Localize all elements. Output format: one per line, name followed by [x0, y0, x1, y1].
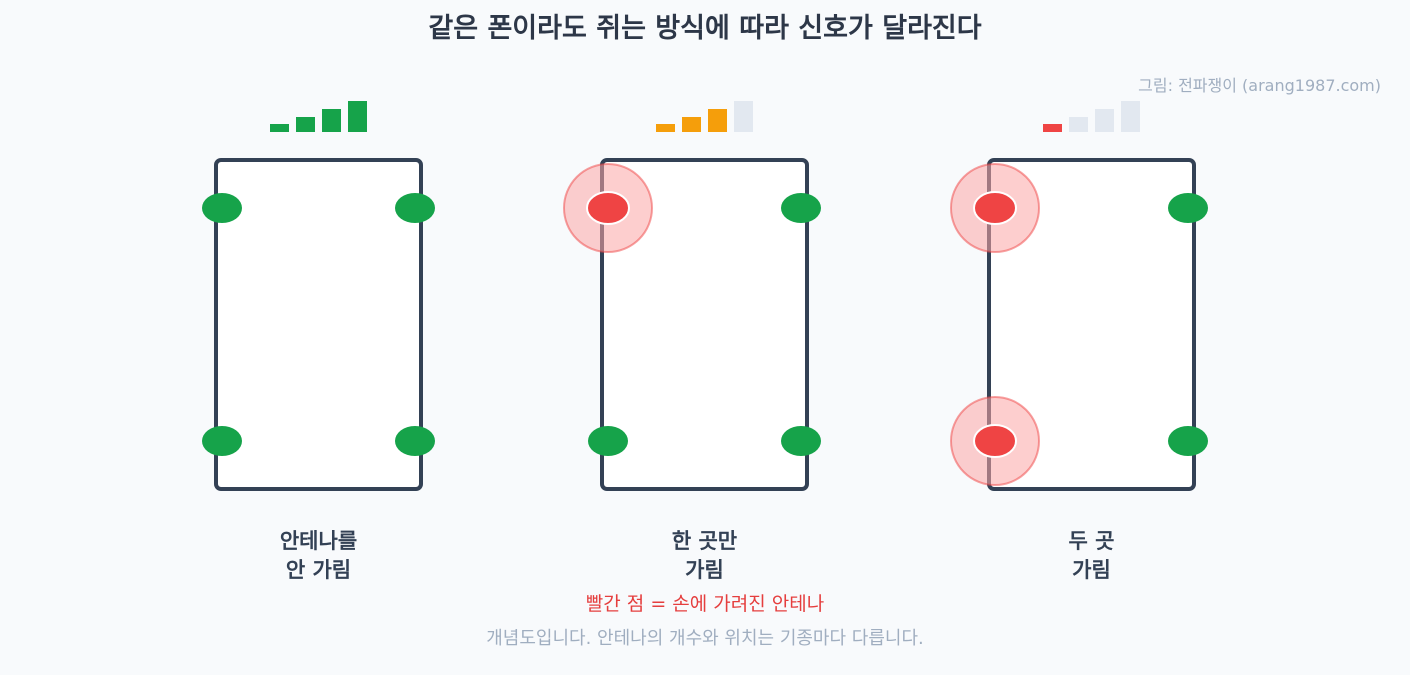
signal-bar	[296, 117, 315, 132]
covered-antenna	[973, 191, 1017, 225]
signal-bar	[1043, 124, 1062, 132]
open-antenna	[781, 193, 821, 223]
credit-text: 그림: 전파쟁이 (arang1987.com)	[1138, 76, 1381, 95]
panel-label-line: 두 곳	[1069, 529, 1115, 553]
signal-bar	[348, 101, 367, 132]
panel-label-line: 가림	[1072, 558, 1111, 582]
phone-outline	[987, 158, 1196, 491]
signal-bar	[656, 124, 675, 132]
open-antenna	[202, 426, 242, 456]
signal-bar	[270, 124, 289, 132]
panel-label-line: 안테나를	[280, 529, 357, 553]
panel-label-line: 한 곳만	[672, 529, 737, 553]
diagram-title: 같은 폰이라도 쥐는 방식에 따라 신호가 달라진다	[428, 13, 981, 44]
open-antenna	[1168, 193, 1208, 223]
panel-label-line: 안 가림	[286, 558, 351, 582]
legend-text: 빨간 점 = 손에 가려진 안테나	[586, 593, 824, 615]
open-antenna	[202, 193, 242, 223]
phone-outline	[600, 158, 809, 491]
panel-label-line: 가림	[685, 558, 724, 582]
signal-bar	[1095, 109, 1114, 132]
covered-antenna	[973, 424, 1017, 458]
open-antenna	[395, 193, 435, 223]
open-antenna	[395, 426, 435, 456]
signal-bar	[1121, 101, 1140, 132]
phone-outline	[214, 158, 423, 491]
signal-bar	[708, 109, 727, 132]
covered-antenna	[586, 191, 630, 225]
signal-bar	[322, 109, 341, 132]
signal-bar	[682, 117, 701, 132]
open-antenna	[588, 426, 628, 456]
signal-bar	[1069, 117, 1088, 132]
phone-panel-3: 두 곳가림	[950, 101, 1208, 582]
footnote-text: 개념도입니다. 안테나의 개수와 위치는 기종마다 다릅니다.	[486, 628, 924, 649]
open-antenna	[781, 426, 821, 456]
signal-bar	[734, 101, 753, 132]
open-antenna	[1168, 426, 1208, 456]
